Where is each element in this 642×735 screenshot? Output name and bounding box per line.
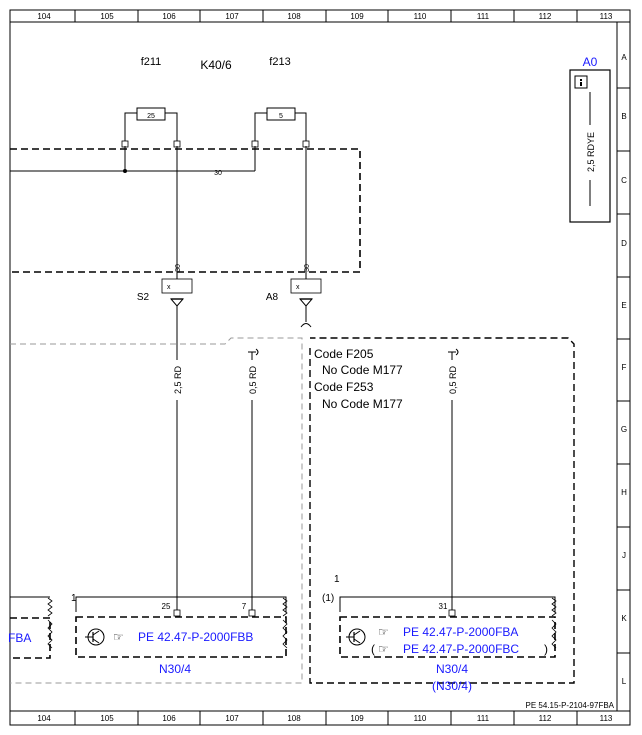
code-line-3: Code F253 [314,380,374,394]
wire-label: 2,5 RD [173,365,183,394]
col-label: 104 [37,714,51,723]
bus-label: 30 [214,170,222,177]
col-label: 112 [539,12,552,21]
module-ref-link-1[interactable]: PE 42.47-P-2000FBA [403,625,518,639]
fuse-f211-label: f211 [141,56,162,68]
col-label: 104 [37,12,51,21]
pointing-hand-icon: ☞ [378,642,389,656]
code-line-4: No Code M177 [322,397,403,411]
module-n30-right: 1 (1) 31 ☞ PE 42.47-P-2000FBA ( ☞ PE 42.… [322,574,557,693]
legend-wire-label: 2,5 RDYE [586,132,596,172]
row-label: J [622,551,626,560]
row-ticks [617,87,630,654]
pin-label: 31 [439,602,448,611]
module-marker: 1 [334,574,340,585]
transistor-icon [85,628,105,646]
col-label: 113 [600,12,613,21]
info-icon [574,75,588,89]
col-label: 112 [539,714,552,723]
col-label: 113 [600,714,613,723]
column-labels-bottom: 104 105 106 107 108 109 110 111 112 113 [37,714,613,723]
connector-mark: x [167,284,171,291]
row-label: F [622,363,627,372]
connector-s2-label: S2 [137,292,150,303]
fuse-f213-rating: 5 [279,113,283,120]
col-label: 107 [225,714,239,723]
module-left-ref[interactable]: FBA [8,631,31,645]
col-label: 111 [477,12,490,21]
code-line-2: No Code M177 [322,363,403,377]
col-label: 109 [350,12,364,21]
col-label: 105 [100,12,114,21]
doc-reference: PE 54.15-P-2104-97FBA [526,701,615,710]
connector-pin: 30 [304,264,311,272]
module-n30-left: 1 25 7 ☞ PE 42.47-P-2000FBB N30/4 [71,593,288,676]
row-label: B [621,112,626,121]
column-labels-top: 104 105 106 107 108 109 110 111 112 113 [37,12,613,21]
connector-a8-label: A8 [266,292,279,303]
col-label: 108 [287,12,301,21]
pointing-hand-icon: ☞ [113,630,124,644]
code-line-1: Code F205 [314,347,374,361]
legend-box [569,69,611,223]
col-label: 108 [287,714,301,723]
col-label: 105 [100,714,114,723]
row-label: G [621,425,627,434]
variant-boundary-right [309,337,575,684]
col-label: 106 [162,714,176,723]
module-marker: 1 [71,593,77,604]
relay-box-enclosure [10,148,361,273]
module-ref-link-2[interactable]: PE 42.47-P-2000FBC [403,642,519,656]
row-label: A [621,53,627,62]
paren-close: ) [544,642,548,656]
connector-a8: x 30 A8 [266,264,322,328]
fuse-f213-label: f213 [269,56,290,68]
column-ticks [74,10,578,725]
row-label: L [622,677,627,686]
row-label: E [621,301,626,310]
wire-label: 0,5 RD [248,365,258,394]
col-label: 106 [162,12,176,21]
module-left-partial: FBA [8,596,53,659]
row-label: D [621,239,627,248]
paren-open: ( [371,642,375,656]
row-labels: A B C D E F G H J K L [621,53,627,686]
row-label: H [621,488,627,497]
col-label: 110 [414,714,427,723]
page-frame [9,9,631,726]
relay-box-label: K40/6 [200,58,232,72]
legend-title: A0 [583,55,598,69]
module-label: N30/4 [436,662,468,676]
connector-mark: x [296,284,300,291]
wire-label: 0,5 RD [448,365,458,394]
pin-label: 25 [162,602,171,611]
fuse-f211-rating: 25 [147,113,155,120]
module-label-2: (N30/4) [432,679,472,693]
pointing-hand-icon: ☞ [378,625,389,639]
transistor-icon [346,628,366,646]
fuse-f211: 25 [121,107,181,148]
module-marker-paren: (1) [322,593,334,604]
module-ref-link[interactable]: PE 42.47-P-2000FBB [138,630,253,644]
row-label: K [621,614,627,623]
col-label: 111 [477,714,490,723]
fuse-f213: 5 [251,107,310,148]
row-label: C [621,176,627,185]
connector-pin: 30 [175,264,182,272]
col-label: 109 [350,714,364,723]
pin-label: 7 [242,602,247,611]
col-label: 107 [225,12,239,21]
col-label: 110 [414,12,427,21]
module-label: N30/4 [159,662,191,676]
connector-s2: x 30 S2 [137,264,193,307]
